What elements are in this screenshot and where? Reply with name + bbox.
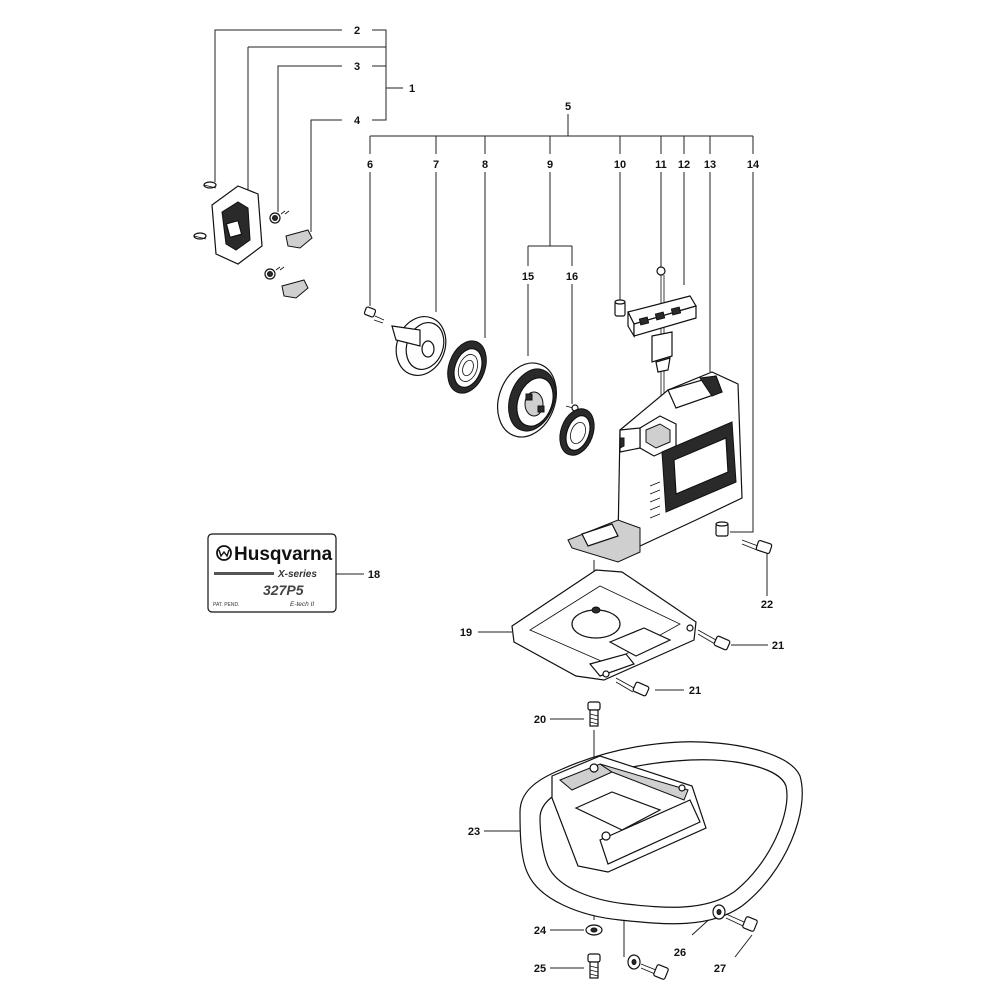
- part-23-loop-handle: [519, 741, 803, 925]
- part-2-clip-lower: [193, 232, 207, 240]
- callout-5: 5: [565, 101, 571, 113]
- callout-26: 26: [674, 947, 686, 959]
- callout-10: 10: [614, 159, 626, 171]
- callout-16: 16: [566, 271, 578, 283]
- leader-lines: [214, 29, 768, 969]
- callout-13: 13: [704, 159, 716, 171]
- part-9-spring-cassette: [559, 408, 595, 456]
- part-8-recoil-spring: [447, 340, 487, 394]
- callout-15: 15: [522, 271, 534, 283]
- decal-etech: E-tech II: [290, 601, 314, 608]
- callout-21-upper: 21: [772, 640, 784, 652]
- callout-27: 27: [714, 963, 726, 975]
- callout-8: 8: [482, 159, 488, 171]
- callout-24: 24: [534, 925, 547, 937]
- part-3-spring-upper: [269, 210, 290, 224]
- part-20-bolt: [587, 701, 601, 727]
- callout-11: 11: [655, 159, 667, 171]
- part-6-screw: [363, 306, 385, 324]
- part-21-screw-lower: [615, 677, 650, 697]
- decal-model: 327P5: [263, 582, 304, 598]
- callout-labels: 2 3 1 4 5 6 7 8 9 10 11 12 13 14 15 16 1…: [354, 25, 784, 975]
- part-11-12-starter-handle: [627, 266, 697, 412]
- part-4-pawl-lower: [281, 279, 309, 299]
- callout-14: 14: [747, 159, 760, 171]
- part-2-clip-upper: [203, 181, 217, 189]
- callout-9: 9: [547, 159, 553, 171]
- part-15-rope-drum: [497, 362, 557, 438]
- decal-series: X-series: [277, 569, 317, 580]
- decal-brand-name: Husqvarna: [234, 544, 333, 565]
- part-26-washer-left: [627, 954, 641, 970]
- part-22-screw: [741, 539, 773, 554]
- husqvarna-crown-logo-icon: [216, 545, 232, 561]
- callout-25: 25: [534, 963, 546, 975]
- callout-12: 12: [678, 159, 690, 171]
- part-26-washer-right: [712, 904, 726, 920]
- part-21-screw-upper: [697, 629, 731, 651]
- callout-23: 23: [468, 826, 480, 838]
- part-7-pulley: [391, 316, 447, 376]
- part-14-spacer: [715, 521, 729, 537]
- part-10-bushing: [614, 299, 626, 317]
- callout-1: 1: [409, 83, 415, 95]
- part-27-screw-left: [640, 963, 669, 980]
- part-24-washer: [585, 924, 603, 936]
- callout-21-lower: 21: [689, 685, 701, 697]
- part-27-screw-right: [725, 913, 758, 932]
- part-19-base-plate: [511, 569, 697, 681]
- callout-18: 18: [368, 569, 380, 581]
- part-4-pawl-upper: [285, 229, 313, 249]
- part-13-starter-housing: [567, 371, 743, 563]
- part-18-decal: Husqvarna X-series 327P5 PAT. PEND. E-te…: [207, 533, 337, 613]
- part-1-cover-assembly: [193, 181, 313, 299]
- callout-6: 6: [367, 159, 373, 171]
- callout-3: 3: [354, 61, 360, 73]
- callout-2: 2: [354, 25, 360, 37]
- callout-20: 20: [534, 714, 546, 726]
- part-25-bolt: [587, 953, 601, 979]
- callout-7: 7: [433, 159, 439, 171]
- callout-22: 22: [761, 599, 773, 611]
- part-3-spring-lower: [264, 266, 285, 280]
- callout-4: 4: [354, 115, 361, 127]
- decal-patent: PAT. PEND.: [213, 602, 240, 608]
- callout-19: 19: [460, 627, 472, 639]
